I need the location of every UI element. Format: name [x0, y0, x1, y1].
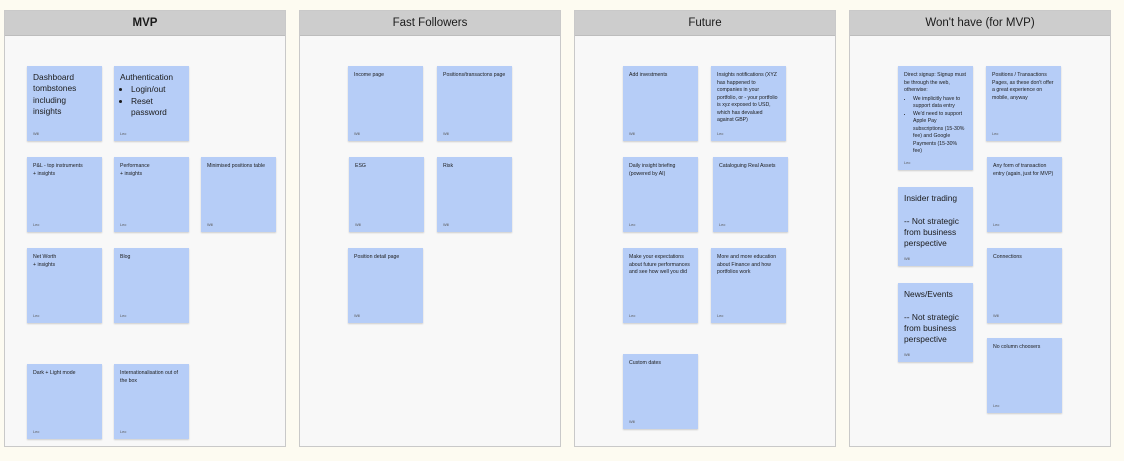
note-text: Connections	[993, 254, 1022, 260]
sticky-note-connections[interactable]: Connections Will	[987, 248, 1062, 323]
note-text: Net Worth + insights	[33, 254, 57, 268]
note-author: Will	[354, 132, 361, 136]
sticky-note-position-detail[interactable]: Position detail page Will	[348, 248, 423, 323]
note-bullet: We implicitly have to support data entry	[913, 96, 967, 111]
sticky-note-internationalisation[interactable]: Internationalisation out of the box Leo	[114, 364, 189, 439]
sticky-note-add-investments[interactable]: Add investments Will	[623, 66, 698, 141]
sticky-note-risk[interactable]: Risk Will	[437, 157, 512, 232]
note-text: Cataloguing Real Assets	[719, 163, 776, 169]
note-author: Leo	[33, 314, 40, 318]
sticky-note-transaction-entry[interactable]: Any form of transaction entry (again, ju…	[987, 157, 1062, 232]
note-author: Leo	[719, 223, 726, 227]
note-text: Positions / Transactions Pages, as these…	[992, 72, 1054, 101]
note-text: Daily insight briefing (powered by AI)	[629, 163, 676, 177]
sticky-note-pnl[interactable]: P&L - top instruments + insights Leo	[27, 157, 102, 232]
sticky-note-custom-dates[interactable]: Custom dates Will	[623, 354, 698, 429]
note-author: Leo	[120, 132, 127, 136]
note-author: Will	[904, 257, 911, 261]
sticky-note-cataloguing-real-assets[interactable]: Cataloguing Real Assets Leo	[713, 157, 788, 232]
note-author: Will	[355, 223, 362, 227]
note-text: Performance + insights	[120, 163, 150, 177]
sticky-note-direct-signup[interactable]: Direct signup: Signup must be through th…	[898, 66, 973, 170]
note-text: ESG	[355, 163, 366, 169]
note-text: Position detail page	[354, 254, 400, 260]
note-bullet: Login/out	[131, 84, 183, 95]
note-author: Will	[904, 353, 911, 357]
section-fast-followers: Fast Followers	[299, 10, 561, 447]
note-bullet-list: We implicitly have to support data entry…	[904, 96, 967, 156]
sticky-note-blog[interactable]: Blog Leo	[114, 248, 189, 323]
note-text: Blog	[120, 254, 131, 260]
note-text: Custom dates	[629, 360, 662, 366]
note-author: Leo	[629, 223, 636, 227]
section-title-future: Future	[575, 11, 835, 36]
note-author: Will	[207, 223, 214, 227]
sticky-note-esg[interactable]: ESG Will	[349, 157, 424, 232]
section-title-fast-followers: Fast Followers	[300, 11, 560, 36]
sticky-note-dark-light-mode[interactable]: Dark + Light mode Leo	[27, 364, 102, 439]
sticky-note-education[interactable]: More and more education about Finance an…	[711, 248, 786, 323]
note-author: Leo	[629, 314, 636, 318]
note-text: No column choosers	[993, 344, 1041, 350]
note-text: Direct signup: Signup must be through th…	[904, 72, 966, 94]
note-text: P&L - top instruments + insights	[33, 163, 83, 177]
note-author: Leo	[120, 430, 127, 434]
note-text: Authentication	[120, 72, 174, 82]
note-bullet-list: Login/outReset password	[120, 84, 183, 118]
note-text: Risk	[443, 163, 454, 169]
sticky-note-insider-trading[interactable]: Insider trading -- Not strategic from bu…	[898, 187, 973, 266]
sticky-note-income-page[interactable]: Income page Will	[348, 66, 423, 141]
sticky-note-minimised-positions[interactable]: Minimised positions table Will	[201, 157, 276, 232]
note-author: Will	[33, 132, 40, 136]
note-author: Leo	[717, 314, 724, 318]
note-author: Leo	[717, 132, 724, 136]
note-text: Any form of transaction entry (again, ju…	[993, 163, 1054, 177]
note-bullet: Reset password	[131, 96, 183, 119]
sticky-note-authentication[interactable]: Authentication Login/outReset password L…	[114, 66, 189, 141]
sticky-note-net-worth[interactable]: Net Worth + insights Leo	[27, 248, 102, 323]
note-text: Dashboard tombstones including insights	[33, 72, 77, 117]
note-text: Insights notifications (XYZ has happened…	[717, 72, 778, 124]
note-author: Will	[629, 420, 636, 424]
note-author: Will	[443, 223, 450, 227]
sticky-note-daily-briefing[interactable]: Daily insight briefing (powered by AI) L…	[623, 157, 698, 232]
note-text: More and more education about Finance an…	[717, 254, 777, 276]
note-text: Dark + Light mode	[33, 370, 76, 376]
note-text: News/Events -- Not strategic from busine…	[904, 289, 959, 345]
section-future: Future	[574, 10, 836, 447]
note-author: Leo	[33, 223, 40, 227]
note-author: Leo	[904, 161, 911, 165]
note-author: Will	[443, 132, 450, 136]
sticky-note-news-events[interactable]: News/Events -- Not strategic from busine…	[898, 283, 973, 362]
note-text: Minimised positions table	[207, 163, 265, 169]
note-author: Leo	[993, 404, 1000, 408]
note-text: Add investments	[629, 72, 668, 78]
sticky-note-dashboard[interactable]: Dashboard tombstones including insights …	[27, 66, 102, 141]
note-author: Will	[629, 132, 636, 136]
note-bullet: We'd need to support Apple Pay subscript…	[913, 111, 967, 156]
note-author: Leo	[992, 132, 999, 136]
sticky-note-performance[interactable]: Performance + insights Leo	[114, 157, 189, 232]
note-author: Will	[993, 314, 1000, 318]
note-author: Leo	[120, 223, 127, 227]
note-text: Internationalisation out of the box	[120, 370, 178, 384]
note-text: Positions/transactons page	[443, 72, 506, 78]
sticky-note-positions-transactions[interactable]: Positions/transactons page Will	[437, 66, 512, 141]
note-text: Make your expectations about future perf…	[629, 254, 690, 276]
section-title-mvp: MVP	[5, 11, 285, 36]
note-author: Leo	[120, 314, 127, 318]
note-author: Will	[354, 314, 361, 318]
section-title-wont-have: Won't have (for MVP)	[850, 11, 1110, 36]
note-author: Leo	[993, 223, 1000, 227]
note-text: Income page	[354, 72, 384, 78]
sticky-note-insights-notifications[interactable]: Insights notifications (XYZ has happened…	[711, 66, 786, 141]
sticky-note-expectations[interactable]: Make your expectations about future perf…	[623, 248, 698, 323]
sticky-note-no-column-choosers[interactable]: No column choosers Leo	[987, 338, 1062, 413]
sticky-note-positions-transactions-pages[interactable]: Positions / Transactions Pages, as these…	[986, 66, 1061, 141]
note-text: Insider trading -- Not strategic from bu…	[904, 193, 959, 249]
section-wont-have: Won't have (for MVP)	[849, 10, 1111, 447]
note-author: Leo	[33, 430, 40, 434]
